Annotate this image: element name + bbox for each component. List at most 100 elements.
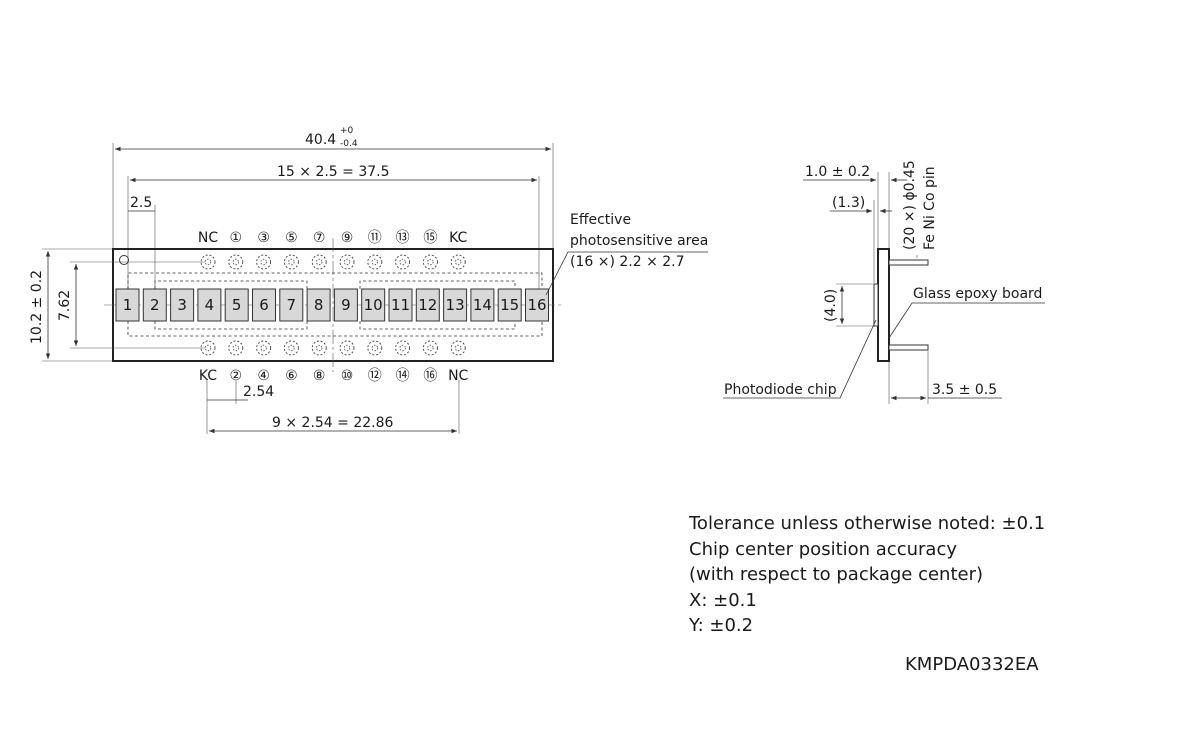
element-number: 2	[150, 296, 160, 314]
pin-label: NC	[448, 368, 468, 384]
pin-hole-inner	[204, 258, 212, 266]
single-pitch-value: 2.5	[130, 195, 152, 211]
photodiode-element	[197, 288, 222, 322]
pin-label: ②	[230, 368, 243, 384]
element-number: 1	[123, 296, 133, 314]
pin-label: ③	[257, 230, 270, 246]
element-number: 4	[205, 296, 215, 314]
pin-upper	[888, 259, 929, 266]
pin-label: ⑬	[396, 230, 410, 246]
pin-hole	[283, 340, 299, 356]
chip-label: Photodiode chip	[724, 382, 837, 398]
row-spacing-value: 7.62	[57, 290, 73, 321]
pin-label: NC	[198, 230, 218, 246]
pin-label: ⑭	[396, 368, 410, 384]
photodiode-element	[497, 288, 522, 322]
photodiode-element	[279, 288, 304, 322]
pin-hole	[256, 340, 272, 356]
note-line-2: Chip center position accuracy	[689, 538, 957, 560]
chip-height-value: (4.0)	[823, 289, 839, 322]
effective-area-label-line3: (16 ×) 2.2 × 2.7	[570, 254, 685, 270]
element-number: 5	[232, 296, 242, 314]
element-number: 7	[287, 296, 297, 314]
photodiode-element	[470, 288, 495, 322]
pin-hole-inner	[427, 258, 434, 266]
pin-hole	[311, 254, 327, 270]
pin-hole-inner	[399, 258, 406, 266]
pin-hole	[200, 254, 216, 270]
pin-hole	[228, 340, 244, 356]
pin-hole-inner	[260, 258, 267, 266]
pin-label: KC	[199, 368, 217, 384]
element-number: 9	[341, 296, 351, 314]
element-number: 16	[527, 296, 546, 314]
pin-lower	[888, 344, 929, 351]
front-view: 40.4 +0 -0.4 15 × 2.5 = 37.5 2.5 10.2 ± …	[29, 126, 708, 434]
pin-hole	[367, 254, 383, 270]
glass-epoxy-board	[877, 248, 890, 362]
photodiode-element	[224, 288, 249, 322]
pin-label: KC	[449, 230, 467, 246]
overall-width-tolerance-lower: -0.4	[340, 139, 358, 149]
pin-hole-inner	[399, 344, 406, 352]
element-number: 8	[314, 296, 324, 314]
pin-label: ⑦	[313, 230, 326, 246]
pin-label: ④	[257, 368, 270, 384]
pin-hole	[339, 254, 355, 270]
photodiode-element	[252, 288, 276, 322]
pin-hole	[228, 254, 244, 270]
tolerance-notes: Tolerance unless otherwise noted: ±0.1 C…	[689, 511, 1045, 639]
pin-length-value: 3.5 ± 0.5	[932, 382, 997, 398]
note-line-4: X: ±0.1	[689, 589, 757, 611]
pin-pitch-value: 2.54	[243, 384, 274, 400]
photodiode-element	[525, 288, 549, 322]
pin-hole	[200, 340, 216, 356]
photodiode-element	[388, 288, 413, 322]
pin-label: ⑤	[285, 230, 298, 246]
pin-material-label: Fe Ni Co pin	[922, 166, 938, 250]
pin-hole-inner	[288, 344, 295, 352]
pin-hole	[311, 340, 327, 356]
pin-label: ⑥	[285, 368, 298, 384]
pin-hole-inner	[343, 258, 351, 266]
pin-label: ⑮	[423, 230, 437, 246]
pin-hole	[339, 340, 355, 356]
chip-offset-value: (1.3)	[832, 195, 865, 211]
effective-area-leader	[545, 251, 708, 296]
pin-hole-inner	[316, 344, 323, 352]
pin-label: ⑩	[341, 368, 354, 384]
pin-label: (20 ×) ϕ0.45	[902, 160, 918, 250]
board-label: Glass epoxy board	[913, 286, 1042, 302]
pin-hole	[450, 254, 466, 270]
photodiode-element	[170, 288, 195, 322]
effective-area-label-line1: Effective	[570, 212, 631, 228]
pin-hole	[395, 340, 411, 356]
photodiode-element	[306, 288, 331, 322]
pin-label: ⑫	[368, 368, 382, 384]
pin-span-value: 9 × 2.54 = 22.86	[272, 415, 394, 431]
pin-hole-inner	[232, 258, 239, 266]
pin-hole-inner	[204, 344, 212, 352]
overall-width-tolerance-upper: +0	[340, 126, 354, 136]
pin-hole-inner	[288, 258, 295, 266]
photodiode-element	[443, 288, 468, 322]
photodiode-element	[361, 288, 386, 322]
pin-label: ①	[230, 230, 243, 246]
photodiode-element	[115, 288, 140, 322]
pin-hole-inner	[260, 344, 267, 352]
index-mark	[119, 255, 129, 265]
element-number: 14	[473, 296, 492, 314]
note-line-5: Y: ±0.2	[689, 615, 754, 636]
photodiode-element	[142, 288, 167, 322]
pin-label: ⑧	[313, 368, 326, 384]
photodiode-element	[333, 288, 358, 322]
pin-hole-inner	[371, 344, 378, 352]
effective-area-label-line2: photosensitive area	[570, 233, 708, 249]
element-number: 13	[446, 296, 465, 314]
side-view: 1.0 ± 0.2 (1.3) (20 ×) ϕ0.45 Fe Ni Co pi…	[723, 160, 1045, 404]
element-number: 12	[418, 296, 437, 314]
pin-label: ⑪	[368, 230, 382, 246]
